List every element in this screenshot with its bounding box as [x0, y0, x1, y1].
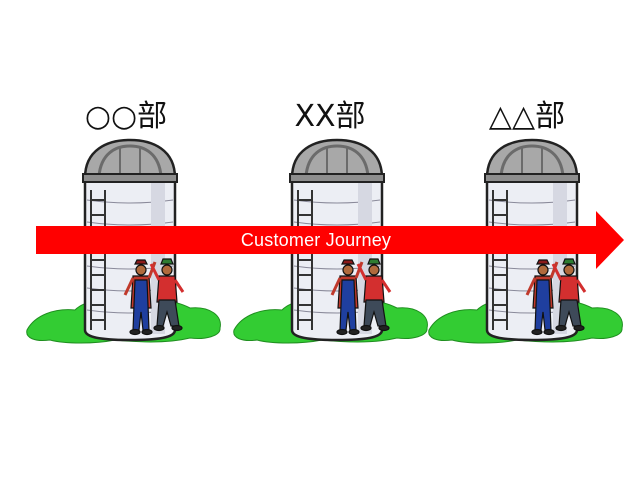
department-label-1: ○○部 — [84, 99, 168, 134]
arrow-label: Customer Journey — [240, 230, 392, 250]
department-label-3: △△部 — [488, 99, 566, 134]
department-label-2: XX部 — [294, 99, 366, 134]
